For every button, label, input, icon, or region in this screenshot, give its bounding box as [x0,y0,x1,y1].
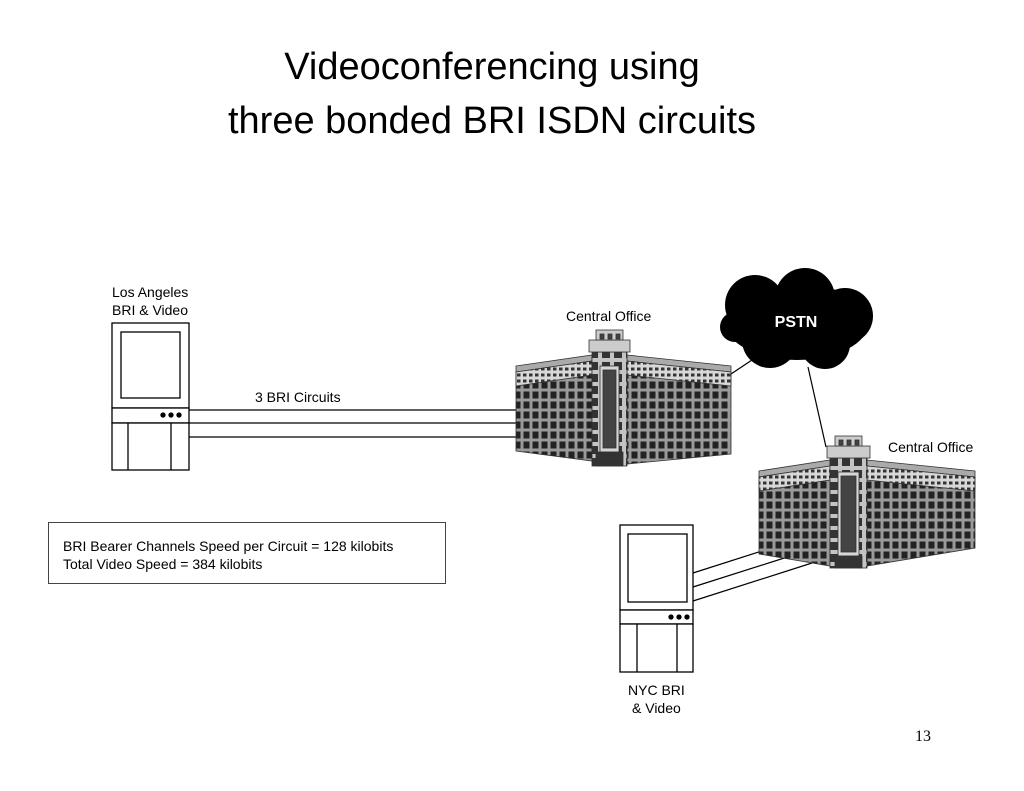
nyc-terminal-label: NYC BRI & Video [628,681,685,717]
nyc-terminal-icon [619,524,694,673]
la-terminal-label: Los Angeles BRI & Video [112,283,188,319]
central-office-building-icon [758,435,976,569]
nyc-terminal-label-line-2: & Video [632,700,681,716]
la-terminal-icon [111,322,190,471]
slide-title-line-2: three bonded BRI ISDN circuits [227,100,756,142]
pstn-label: PSTN [775,314,818,331]
bri-circuits-label: 3 BRI Circuits [255,389,341,405]
nyc-terminal-label-line-1: NYC BRI [628,682,685,698]
la-terminal-label-line-2: BRI & Video [112,302,189,318]
central-office-building-icon [515,329,732,467]
slide-title-line-1: Videoconferencing using [284,46,700,88]
bandwidth-info-box: BRI Bearer Channels Speed per Circuit = … [48,522,446,584]
bri-circuit-lines-la [187,409,518,438]
central-office-label: Central Office [566,308,652,324]
total-video-speed-text: Total Video Speed = 384 kilobits [63,556,263,572]
central-office-label: Central Office [888,439,974,455]
page-number: 13 [915,728,931,745]
slide-title: Videoconferencing using three bonded BRI… [0,40,984,148]
bearer-channel-speed-text: BRI Bearer Channels Speed per Circuit = … [63,538,394,554]
la-terminal-label-line-1: Los Angeles [112,284,189,300]
pstn-cloud-icon [720,268,873,369]
pstn-trunk-lines [730,355,827,448]
